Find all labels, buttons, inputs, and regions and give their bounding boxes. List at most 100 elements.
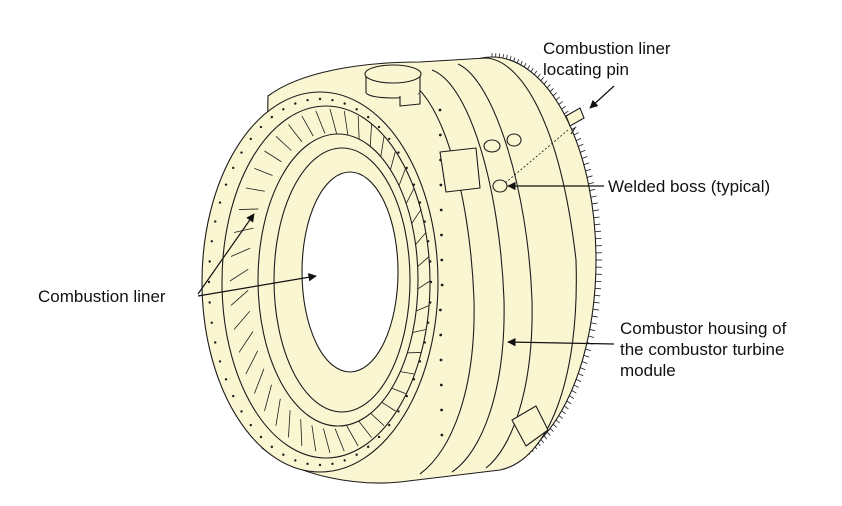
housing-rivet — [439, 358, 443, 362]
bolt-hole — [412, 378, 416, 381]
bolt-hole — [208, 260, 211, 263]
liner-louvre — [368, 411, 385, 426]
housing-seam — [457, 63, 533, 469]
housing-rivet — [440, 433, 444, 437]
liner-louvre — [334, 428, 345, 452]
flange-fin — [575, 378, 582, 383]
bolt-hole — [210, 321, 213, 324]
flange-fin — [590, 195, 597, 198]
bolt-hole — [214, 341, 217, 344]
flange-fin — [566, 400, 572, 405]
bolt-hole — [232, 166, 235, 170]
flange-fin — [561, 105, 566, 110]
flange-fin — [589, 329, 596, 332]
liner-louvre — [315, 110, 326, 134]
housing-rivet — [438, 108, 442, 112]
flange-fin — [581, 361, 588, 364]
flange-fin — [580, 367, 586, 371]
flange-fin — [533, 70, 538, 75]
bolt-hole — [388, 137, 391, 141]
flange-fin — [540, 76, 544, 82]
combustor-housing-label-line: the combustor turbine — [620, 340, 785, 359]
liner-louvre — [238, 331, 254, 353]
bolt-hole — [214, 220, 217, 223]
flange-fin — [573, 384, 579, 388]
flange-fin — [594, 223, 601, 226]
liner-louvre — [254, 368, 265, 394]
liner-louvre — [239, 208, 259, 210]
bolt-hole — [270, 115, 274, 119]
bolt-hole — [377, 125, 381, 129]
bolt-hole — [240, 410, 243, 413]
liner-louvre — [357, 115, 360, 143]
flange-fin — [558, 101, 563, 105]
housing-rivet — [439, 208, 443, 212]
flange-fin — [592, 209, 599, 212]
flange-fin — [527, 65, 530, 70]
liner-louvre — [229, 268, 249, 282]
liner-louvre — [346, 425, 359, 447]
flange-fin — [575, 137, 582, 142]
top-port-flange — [364, 64, 422, 84]
bolt-hole — [318, 463, 322, 467]
bolt-hole — [388, 423, 391, 427]
flange-fin — [593, 301, 600, 304]
flange-fin — [558, 415, 563, 419]
bolt-hole — [294, 459, 297, 462]
liner-louvre — [275, 398, 281, 426]
bolt-hole — [418, 201, 422, 204]
bolt-hole — [418, 360, 422, 363]
flange-fin — [594, 287, 601, 290]
welded-boss-label-line: Welded boss (typical) — [608, 177, 771, 196]
flange-fin — [564, 110, 569, 115]
flange-fin — [586, 175, 593, 178]
flange-fin — [549, 428, 554, 432]
flange-fin — [552, 92, 557, 97]
liner-louvre — [264, 384, 272, 412]
bolt-hole — [224, 378, 228, 381]
flange-fin — [502, 54, 504, 59]
flange-fin — [580, 149, 586, 153]
welded-boss — [492, 179, 508, 193]
combustor-housing-label: Combustor housing of the combustor turbi… — [620, 318, 786, 381]
flange-fin — [561, 410, 566, 415]
housing-seam — [431, 69, 505, 473]
flange-fin — [520, 60, 523, 66]
housing-bore — [301, 171, 399, 373]
flange-fin — [578, 373, 584, 377]
bolt-hole — [224, 183, 228, 186]
bolt-hole — [306, 98, 309, 102]
locating-pin-label-line: Combustion liner — [543, 39, 671, 58]
flange-fin — [590, 322, 597, 325]
bolt-hole — [249, 137, 252, 141]
liner-louvre — [301, 115, 314, 137]
housing-rivet — [440, 233, 443, 237]
locating-pin-label: Combustion liner locating pin — [543, 38, 671, 80]
flange-fin — [546, 84, 551, 89]
bolt-hole — [427, 240, 430, 243]
bolt-hole — [331, 462, 334, 466]
bolt-hole — [282, 453, 285, 456]
flange-fin — [571, 126, 577, 130]
flange-fin — [583, 162, 590, 166]
flange-fin — [573, 132, 579, 136]
welded-boss-label: Welded boss (typical) — [608, 176, 770, 197]
liner-louvre — [300, 419, 303, 447]
housing-rivet — [438, 133, 442, 137]
flange-fin — [581, 156, 588, 159]
housing-rivet — [439, 183, 443, 187]
bottom-bracket — [511, 405, 549, 447]
flange-fin — [523, 62, 527, 68]
liner-louvre — [288, 124, 303, 143]
combustor-housing-label-line: Combustor housing of — [620, 319, 787, 338]
combustor-assembly-drawing — [201, 53, 602, 484]
flange-fin — [543, 435, 548, 440]
flange-fin — [552, 423, 557, 428]
fitting — [483, 139, 501, 153]
locating-pin — [565, 107, 585, 135]
flange-fin — [578, 143, 584, 147]
liner-louvre — [245, 187, 265, 192]
flange-fin — [543, 80, 548, 85]
housing-rivet — [439, 333, 443, 337]
